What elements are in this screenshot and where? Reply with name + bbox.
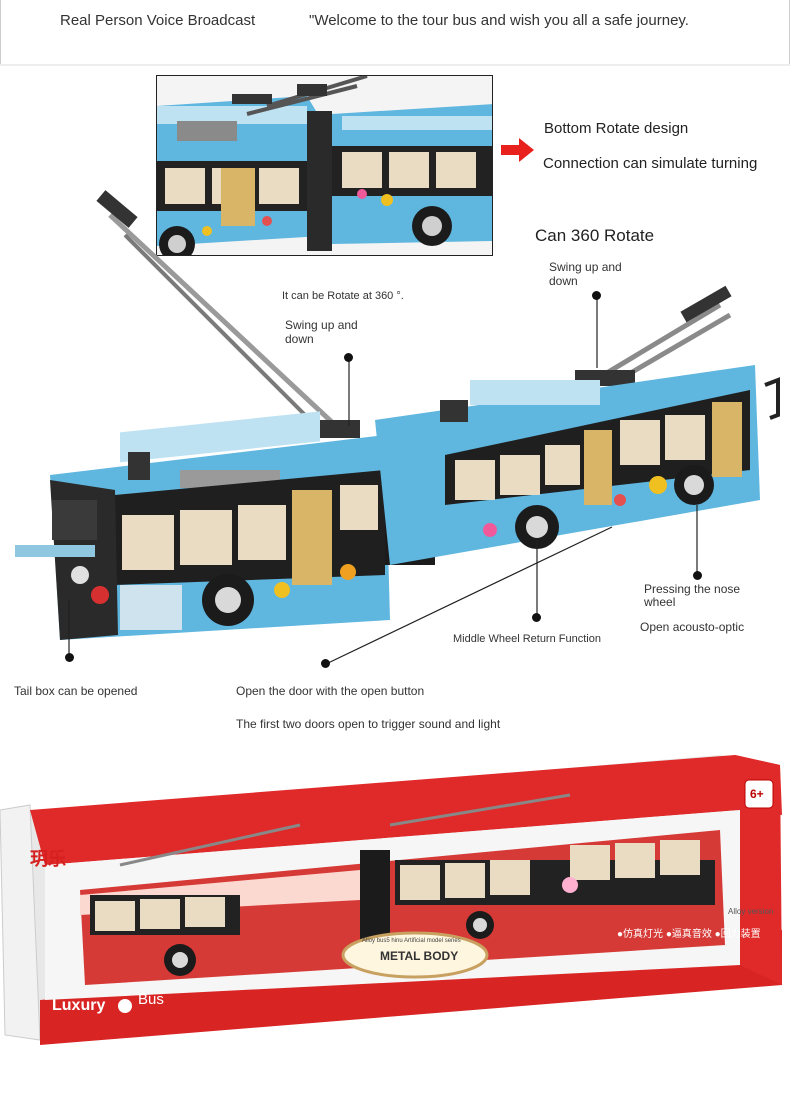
logo-dot-icon <box>118 999 132 1013</box>
callout-dot-tail-box <box>65 653 74 662</box>
voice-broadcast-label: Real Person Voice Broadcast <box>60 12 256 29</box>
swing-left-line1: Swing up and <box>285 318 358 332</box>
header-band: Real Person Voice Broadcast "Welcome to … <box>0 0 790 64</box>
middle-wheel-label: Middle Wheel Return Function <box>453 633 601 645</box>
swing-right-line1: Swing up and <box>549 260 622 274</box>
features-cn: ●仿真灯光 ●逼真音效 ●回力装置 <box>617 929 761 940</box>
tail-box-label: Tail box can be opened <box>14 684 138 698</box>
pressing-line1: Pressing the nose <box>644 582 741 596</box>
joint-closeup-illustration <box>157 76 492 255</box>
swing-right-line2: down <box>549 274 578 288</box>
metal-body-text: METAL BODY <box>380 949 459 963</box>
blue-articulated-bus-illustration <box>15 190 780 640</box>
callout-dot-open-door <box>321 659 330 668</box>
package-box-illustration <box>0 755 782 1045</box>
bus-text: Bus <box>138 991 164 1008</box>
connection-caption: Connection can simulate turning <box>543 155 758 172</box>
metal-small-text: Alloy bus5 hinu Artificial model series <box>362 938 461 944</box>
callout-lines <box>68 296 698 665</box>
callout-dot-swing-left <box>344 353 353 362</box>
callout-dot-swing-right <box>592 291 601 300</box>
can-360-title: Can 360 Rotate <box>535 226 655 245</box>
first-doors-label: The first two doors open to trigger soun… <box>236 717 501 731</box>
callout-dot-middle-wheel <box>532 613 541 622</box>
acousto-label: Open acousto-optic <box>640 620 745 634</box>
alloy-version: Alloy version <box>728 907 774 916</box>
welcome-quote: "Welcome to the tour bus and wish you al… <box>309 12 689 29</box>
bottom-rotate-caption: Bottom Rotate design <box>544 120 689 137</box>
swing-left-line2: down <box>285 332 314 346</box>
age-badge: 6+ <box>750 787 764 801</box>
luxury-text: Luxury <box>52 997 106 1014</box>
pressing-line2: wheel <box>644 595 676 609</box>
brand-cn: 玥乐 <box>30 849 66 869</box>
open-door-label: Open the door with the open button <box>236 684 425 698</box>
joint-closeup-image <box>156 75 493 256</box>
package-section: 玥乐 6+ Alloy version ●仿真灯光 ●逼真音效 ●回力装置 Al… <box>0 755 790 1103</box>
red-arrow-icon <box>501 138 534 162</box>
divider <box>0 64 790 66</box>
callout-dot-nose-wheel <box>693 571 702 580</box>
rotate-360-label: It can be Rotate at 360 °. <box>282 290 404 302</box>
